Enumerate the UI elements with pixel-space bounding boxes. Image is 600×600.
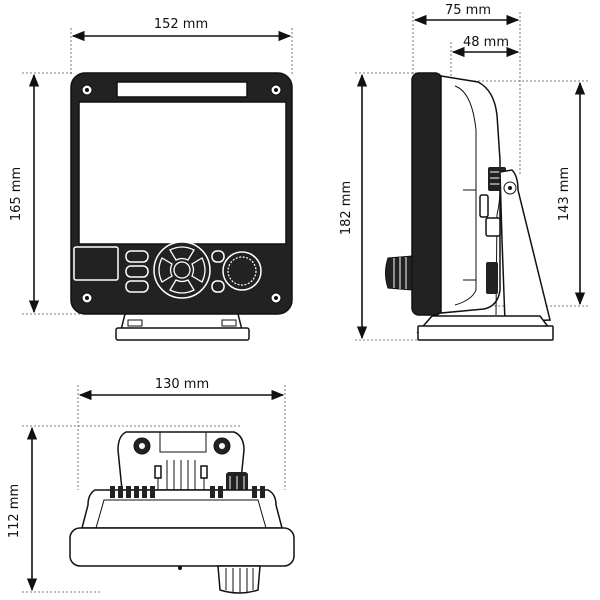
side-front-face bbox=[411, 72, 443, 316]
bottom-depth-label: 112 mm bbox=[7, 484, 22, 538]
side-knob-icon bbox=[385, 255, 413, 291]
side-body-height-label: 143 mm bbox=[557, 167, 572, 221]
side-total-height-label: 182 mm bbox=[339, 181, 354, 235]
ribs bbox=[110, 486, 265, 498]
dpad-icon bbox=[153, 241, 211, 299]
side-total-depth-label: 75 mm bbox=[445, 3, 491, 18]
cable-icon bbox=[154, 460, 208, 492]
rotary-knob-icon bbox=[222, 251, 262, 291]
keypad-buttons bbox=[125, 250, 149, 293]
front-view: 152 mm 165 mm bbox=[9, 17, 293, 341]
bottom-front-face bbox=[69, 527, 295, 567]
front-screen bbox=[78, 101, 287, 245]
side-view: 75 mm 48 mm 182 mm 143 mm bbox=[339, 3, 590, 341]
front-height-label: 165 mm bbox=[9, 167, 24, 221]
front-width-label: 152 mm bbox=[154, 17, 208, 32]
bottom-view: 130 mm 112 mm bbox=[7, 377, 295, 594]
bottom-width-label: 130 mm bbox=[155, 377, 209, 392]
screw-icon bbox=[81, 84, 282, 304]
side-body-depth-label: 48 mm bbox=[463, 35, 509, 50]
front-bracket bbox=[115, 313, 250, 341]
side-bracket bbox=[416, 169, 554, 341]
bottom-knob-icon bbox=[217, 565, 261, 594]
